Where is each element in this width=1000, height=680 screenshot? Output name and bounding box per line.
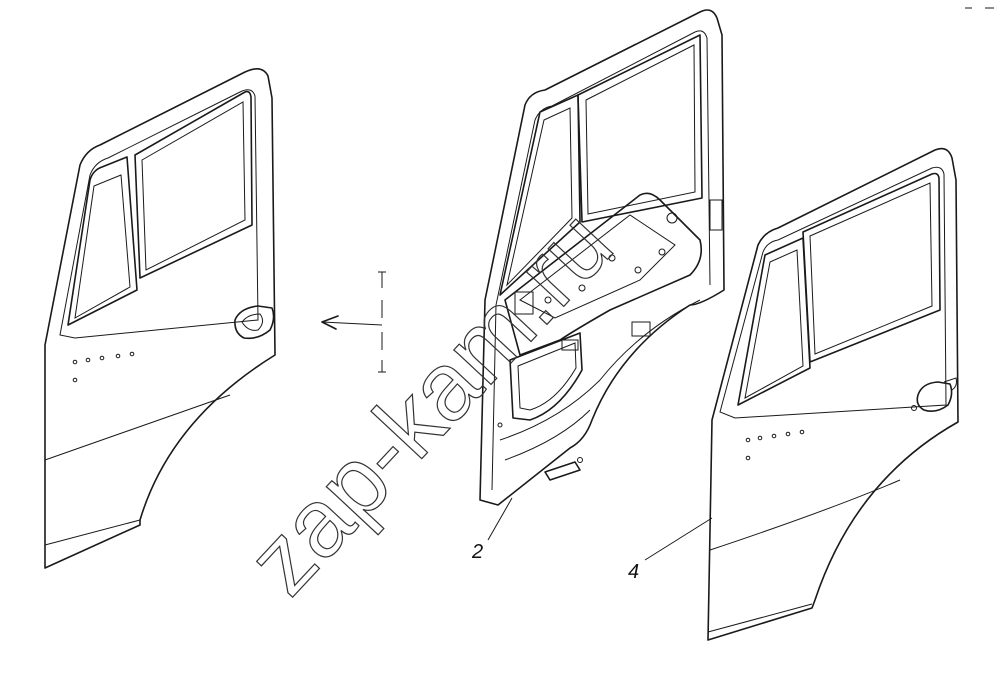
right-door-outer-panel <box>707 147 959 641</box>
callout-2-label: 2 <box>471 541 483 563</box>
watermark-text: zap-kam.ru <box>227 190 633 614</box>
assembly-bracket-arrow <box>321 271 386 373</box>
callout-4-leader <box>644 517 713 561</box>
callout-2-leader <box>487 497 513 541</box>
callout-4-label: 4 <box>628 561 639 583</box>
left-door-outer-panel <box>44 68 276 569</box>
middle-door-inner-frame <box>479 9 725 506</box>
